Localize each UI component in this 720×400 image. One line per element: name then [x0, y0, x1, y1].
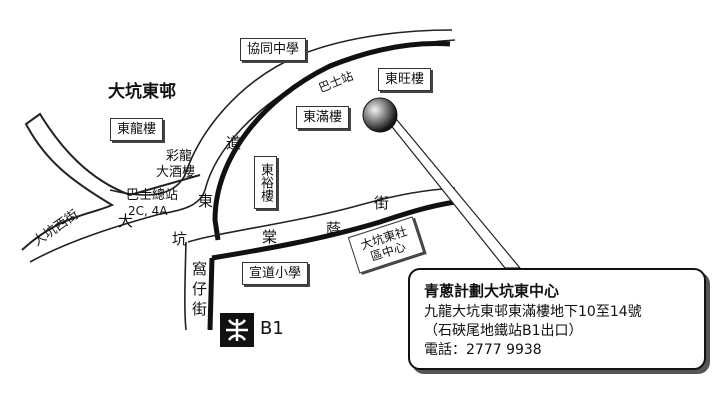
choi-lung-label: 彩龍 — [166, 149, 193, 164]
road-tong-yam-street — [187, 187, 456, 243]
mtr-exit-label: B1 — [260, 318, 284, 339]
mtr-logo-icon — [220, 313, 254, 347]
centre-station: （石硤尾地鐵站B1出口） — [424, 323, 583, 339]
street-char-chai: 仔 — [192, 280, 208, 298]
road-tai-hang-sai-street — [21, 112, 201, 251]
centre-name: 青蔥計劃大坑東中心 — [424, 282, 560, 300]
bus-routes-label: 2C, 4A — [128, 204, 168, 218]
centre-address: 九龍大坑東邨東滿樓地下10至14號 — [424, 304, 642, 320]
street-char-tai: 大 — [118, 212, 134, 230]
location-marker — [362, 97, 398, 133]
centre-info-box: 青蔥計劃大坑東中心 九龍大坑東邨東滿樓地下10至14號 （石硤尾地鐵站B1出口）… — [408, 268, 706, 370]
school-label: 宣道小學 — [242, 262, 309, 285]
building-hip-tung: 協同中學 — [240, 38, 307, 61]
road-wo-chai-street — [184, 241, 187, 331]
street-char-tong: 棠 — [262, 228, 278, 246]
building-tung-lung: 東龍樓 — [110, 118, 164, 141]
building-tung-yue: 東裕樓 — [254, 156, 277, 209]
street-char-dou: 道 — [226, 134, 242, 152]
street-char-wo: 窩 — [192, 260, 208, 278]
building-tung-wong: 東旺樓 — [378, 68, 432, 91]
street-char-hang: 坑 — [172, 230, 188, 248]
street-char-tung: 東 — [198, 192, 214, 210]
building-tung-mun: 東滿樓 — [296, 106, 350, 129]
restaurant-label: 大酒樓 — [156, 165, 196, 180]
centre-phone: 電話：2777 9938 — [424, 342, 542, 358]
street-char-kai: 街 — [374, 194, 390, 212]
bus-terminus-label: 巴士總站 — [126, 188, 179, 203]
street-char-yam: 蔭 — [326, 220, 342, 238]
district-title: 大坑東邨 — [108, 82, 176, 102]
street-char-street: 街 — [192, 300, 208, 318]
